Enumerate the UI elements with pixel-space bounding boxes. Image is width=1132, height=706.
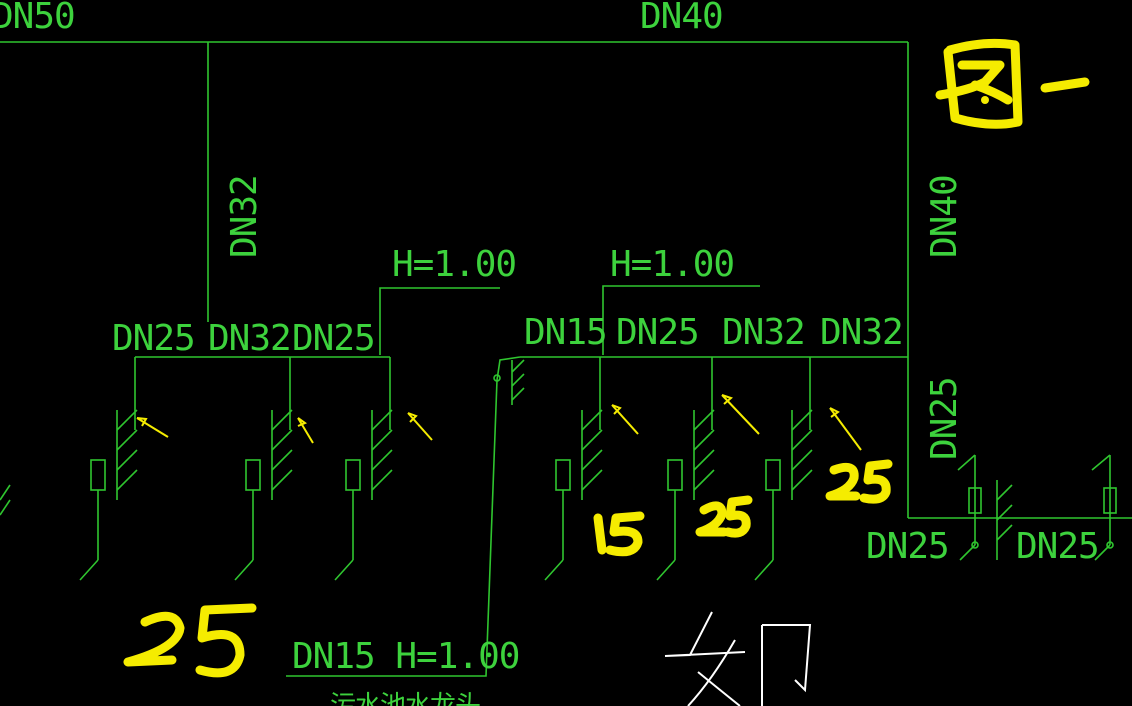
label-h-mid: H=1.00 bbox=[610, 244, 734, 285]
label-bottom-cut-text: 污水池水龙头 bbox=[330, 691, 480, 706]
label-h-left: H=1.00 bbox=[392, 244, 516, 285]
fixture-3 bbox=[334, 409, 393, 581]
arrow-3 bbox=[407, 412, 433, 441]
arrow-2 bbox=[297, 417, 314, 444]
markup-arrows bbox=[136, 394, 862, 451]
fixture-4 bbox=[544, 409, 603, 581]
arrow-1 bbox=[136, 417, 169, 438]
fixture-1 bbox=[79, 409, 138, 581]
label-dn25-bottom-1: DN25 bbox=[866, 526, 949, 567]
label-dn40-vertical: DN40 bbox=[924, 175, 965, 258]
fixture-br-2 bbox=[1091, 454, 1117, 561]
label-dn25-b: DN25 bbox=[292, 318, 375, 359]
h-mid-leader bbox=[602, 285, 760, 355]
cad-labels: DN50 DN40 DN32 DN40 DN25 H=1.00 H=1.00 D… bbox=[0, 0, 1100, 706]
fixture-symbols bbox=[0, 359, 1117, 581]
label-dn32-c: DN32 bbox=[820, 312, 903, 353]
label-dn25-c: DN25 bbox=[616, 312, 699, 353]
label-dn25-vertical: DN25 bbox=[924, 377, 965, 460]
fixture-5 bbox=[656, 409, 715, 581]
handwriting-nv-wei bbox=[664, 611, 812, 706]
label-dn40-top: DN40 bbox=[640, 0, 723, 37]
pipe-network bbox=[0, 41, 1132, 677]
fixture-6 bbox=[754, 409, 813, 581]
fixture-br-1 bbox=[957, 454, 1013, 561]
fixture-2 bbox=[234, 409, 293, 581]
label-dn50-top: DN50 bbox=[0, 0, 75, 37]
label-dn15-h-bottom: DN15 H=1.00 bbox=[292, 636, 519, 677]
arrow-4 bbox=[611, 404, 639, 435]
dn15-long-line bbox=[286, 356, 521, 677]
label-dn32-b: DN32 bbox=[722, 312, 805, 353]
handwritten-markup bbox=[123, 38, 1090, 678]
handwriting-25-right bbox=[825, 459, 893, 504]
handwriting-25-mid bbox=[695, 495, 753, 538]
left-edge-fragment bbox=[0, 484, 11, 501]
label-dn32-a: DN32 bbox=[208, 318, 291, 359]
left-edge-fragment-2 bbox=[0, 499, 11, 516]
handwriting-15 bbox=[593, 511, 645, 557]
handwriting-tu-yi bbox=[935, 38, 1090, 129]
h-left-leader bbox=[379, 287, 500, 355]
label-dn15-a: DN15 bbox=[524, 312, 607, 353]
label-dn25-bottom-2: DN25 bbox=[1016, 526, 1099, 567]
label-dn32-vertical: DN32 bbox=[224, 175, 265, 258]
label-dn25-a: DN25 bbox=[112, 318, 195, 359]
handwriting-25-left bbox=[123, 603, 257, 678]
dn15-valve bbox=[493, 359, 525, 405]
